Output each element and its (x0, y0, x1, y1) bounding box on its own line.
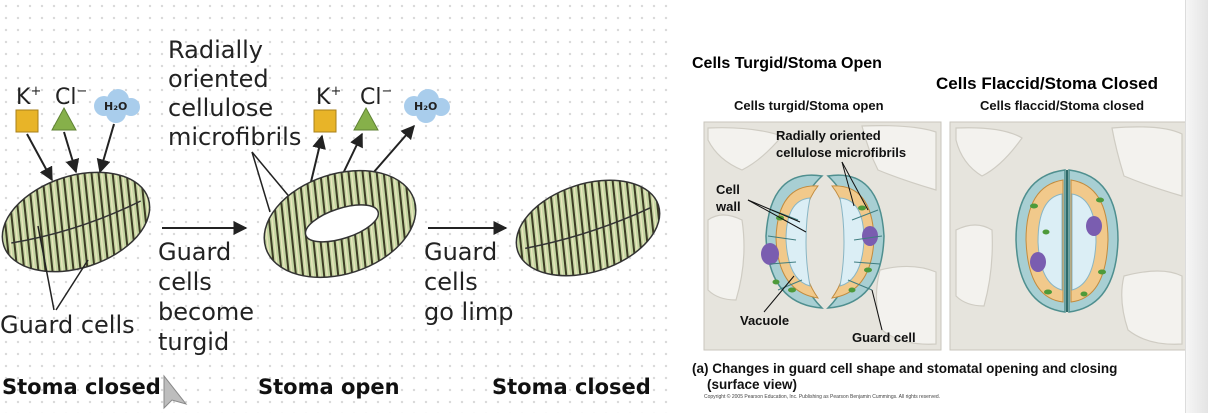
guard-cells-pointer (55, 259, 89, 311)
stoma-pore (304, 204, 380, 243)
guard-cell-textbook-figure: Cells Turgid/Stoma Open Cells Flaccid/St… (692, 55, 1187, 400)
copyright-notice: Copyright © 2005 Pearson Education, Inc.… (704, 393, 940, 400)
guard-cells-pointer (37, 225, 55, 311)
svg-text:wall: wall (715, 199, 741, 214)
svg-text:H₂O: H₂O (414, 100, 437, 113)
cell-wall-pointer (747, 199, 807, 233)
microfibril-pointer (251, 151, 271, 213)
ion-group-closed: K+ Cl− H₂O (15, 84, 140, 182)
turgid-label: Guard cells become turgid (158, 238, 254, 356)
microfibril-label: Radially oriented cellulose microfibrils (168, 36, 301, 151)
microfibrils-pointer (841, 161, 855, 207)
subheading-turgid: Cells turgid/Stoma open (734, 98, 884, 113)
nucleus (1030, 252, 1046, 272)
closed-guard-cells (1015, 169, 1119, 313)
chloroplasts (1030, 197, 1106, 297)
potassium-ion-label: K+ (16, 84, 41, 110)
cell-wall-label: Cell wall (715, 182, 741, 214)
open-guard-cells (761, 174, 885, 309)
right-diagram-panel: Cells Turgid/Stoma Open Cells Flaccid/St… (672, 0, 1208, 413)
svg-text:turgid: turgid (158, 328, 229, 356)
ion-arrow (96, 123, 115, 174)
window-edge-scrollbar (1185, 0, 1208, 413)
svg-text:go limp: go limp (424, 298, 514, 326)
chloride-triangle-icon (51, 106, 77, 131)
stage-label-open: Stoma open (258, 375, 400, 399)
guard-cell-pair-closed-2 (515, 179, 661, 277)
microfibrils-pointer (841, 161, 869, 211)
heading-cells-turgid: Cells Turgid/Stoma Open (692, 55, 882, 72)
water-cloud-icon: H₂O (404, 89, 450, 123)
subheading-flaccid: Cells flaccid/Stoma closed (980, 98, 1144, 113)
ion-arrow (63, 131, 80, 174)
guard-cells-label: Guard cells (0, 311, 135, 339)
svg-text:Radially: Radially (168, 36, 263, 64)
heading-cells-flaccid: Cells Flaccid/Stoma Closed (936, 74, 1158, 93)
potassium-square-icon (15, 109, 39, 133)
svg-text:become: become (158, 298, 254, 326)
svg-text:Cell: Cell (716, 182, 740, 197)
nucleus (1086, 216, 1102, 236)
svg-text:cells: cells (158, 268, 212, 296)
svg-text:Guard: Guard (158, 238, 231, 266)
svg-text:H₂O: H₂O (104, 100, 127, 113)
stage-label-closed: Stoma closed (2, 375, 161, 399)
mouse-cursor-icon (163, 374, 188, 410)
cell-wall-pointer (747, 199, 801, 223)
guard-cell-pointer (871, 289, 883, 331)
chloride-triangle-icon (353, 106, 379, 131)
stoma-mechanism-diagram: K+ Cl− H₂O Guard cells Guard cells becom… (0, 36, 661, 410)
svg-text:cells: cells (424, 268, 478, 296)
guard-cell-pair-closed (1, 171, 151, 273)
potassium-square-icon (313, 109, 337, 133)
svg-text:Radially oriented: Radially oriented (776, 128, 881, 143)
ion-arrow (309, 134, 326, 187)
svg-text:Guard: Guard (424, 238, 497, 266)
microfibril-pointer (251, 151, 293, 201)
svg-text:cellulose: cellulose (168, 94, 273, 122)
figure-caption: (a) Changes in guard cell shape and stom… (692, 361, 1117, 376)
svg-text:cellulose microfibrils: cellulose microfibrils (776, 145, 906, 160)
nucleus (862, 226, 878, 246)
vacuole-pointer (763, 275, 795, 313)
left-diagram-panel: K+ Cl− H₂O Guard cells Guard cells becom… (0, 0, 670, 413)
svg-text:oriented: oriented (168, 65, 269, 93)
figure-caption-line-2: (surface view) (707, 377, 797, 392)
vacuole-label: Vacuole (740, 313, 789, 328)
limp-label: Guard cells go limp (424, 238, 514, 326)
chloride-ion-label: Cl− (360, 84, 392, 110)
nucleus (761, 243, 779, 265)
ion-arrow (26, 133, 53, 182)
potassium-ion-label: K+ (316, 84, 341, 110)
epidermal-cells (707, 125, 1183, 345)
water-cloud-icon: H₂O (94, 89, 140, 123)
guard-cell-label: Guard cell (852, 330, 916, 345)
ion-group-open: K+ Cl− H₂O (309, 84, 450, 189)
guard-cell-pair-open (263, 169, 417, 279)
stage-label-closed-2: Stoma closed (492, 375, 651, 399)
chloride-ion-label: Cl− (55, 84, 87, 110)
svg-text:microfibrils: microfibrils (168, 123, 301, 151)
microfibrils-label: Radially oriented cellulose microfibrils (776, 128, 906, 160)
